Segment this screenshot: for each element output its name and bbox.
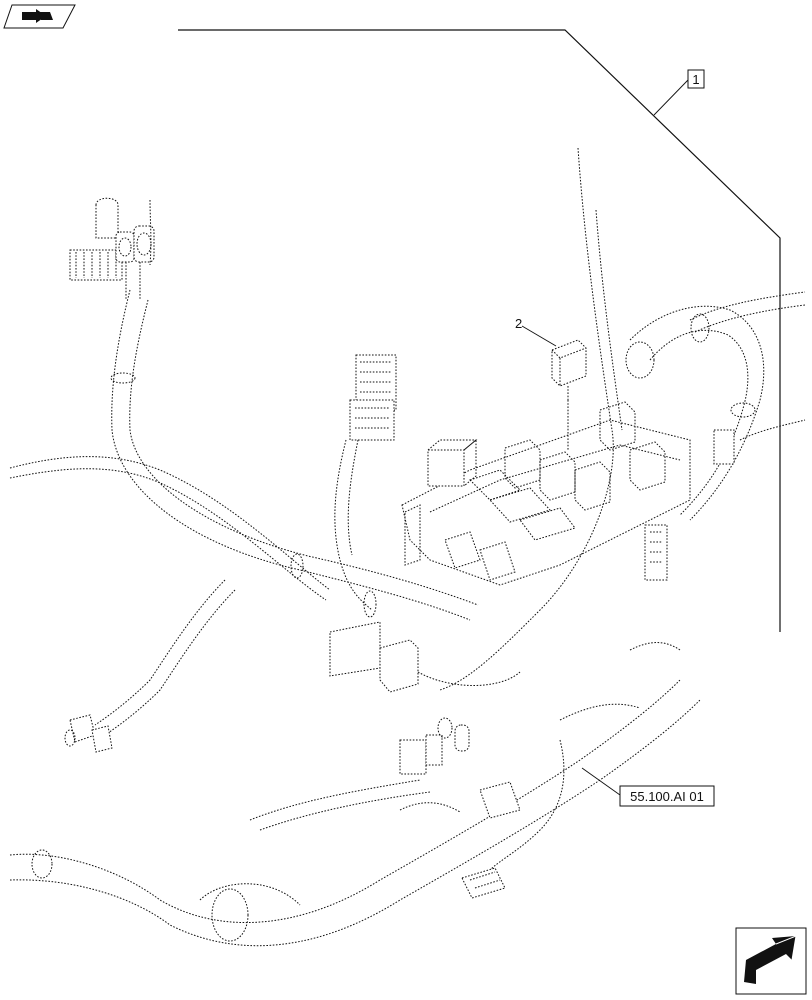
harness-bundle-lower [9, 642, 701, 947]
part-1-callout: 1 [687, 69, 705, 89]
next-page-arrow-icon[interactable] [735, 927, 807, 995]
fuse-relay-box [401, 401, 691, 586]
part-1-label: 1 [692, 72, 699, 87]
relay-part-2 [551, 339, 587, 400]
connector-middle-left [334, 354, 397, 611]
connector-cluster-top-left [69, 197, 155, 300]
connector-dangling-left [64, 579, 236, 753]
book-with-arrow-icon[interactable] [3, 4, 76, 29]
connector-cluster-lower [399, 717, 521, 899]
cable-vertical-center [439, 147, 623, 691]
connector-box-lower-middle [329, 621, 521, 693]
harness-bundle-left [9, 289, 479, 621]
reference-label: 55.100.AI 01 [630, 789, 704, 804]
part-2-label: 2 [515, 316, 522, 331]
reference-callout: 55.100.AI 01 [581, 767, 715, 807]
part-2-callout: 2 [515, 316, 569, 450]
part-1-leader [178, 29, 781, 632]
harness-right-loop [625, 291, 806, 581]
